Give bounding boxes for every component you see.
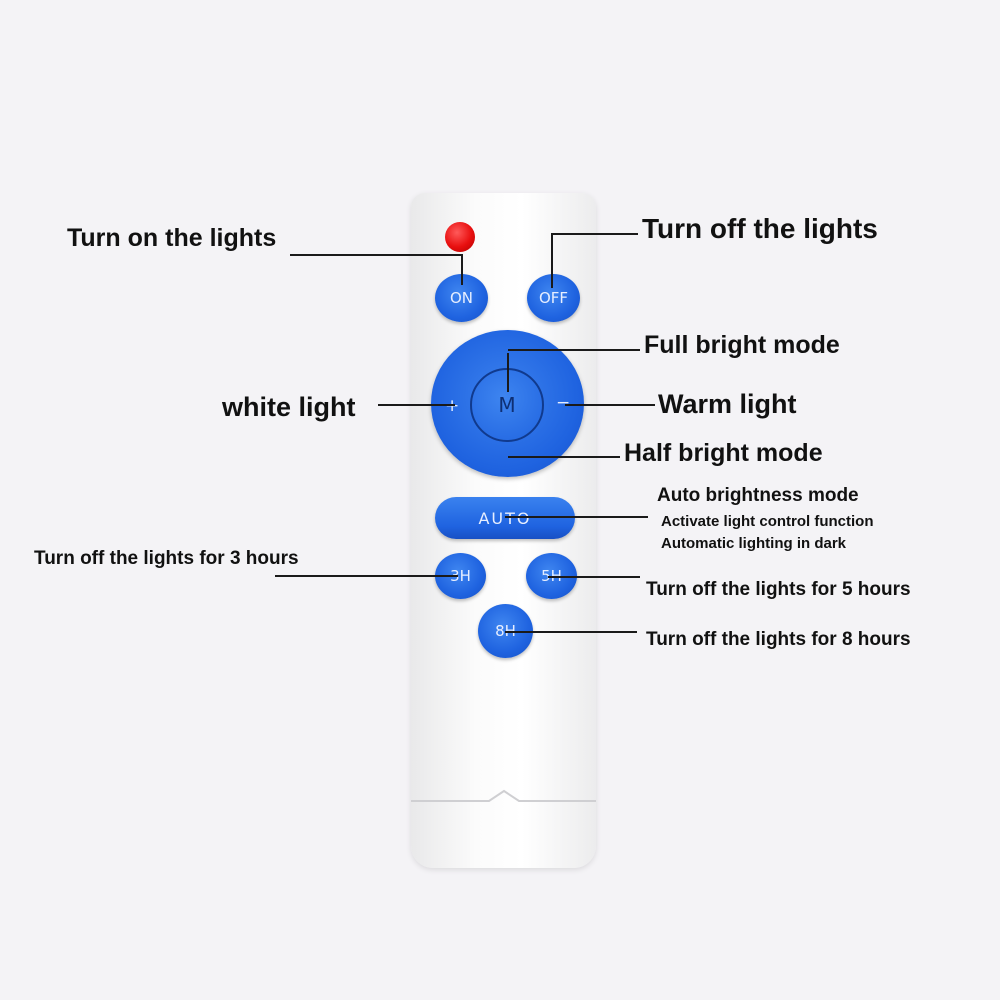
timer-3h-label: 3H bbox=[450, 567, 471, 585]
label-auto-brightness-mode: Auto brightness mode bbox=[657, 485, 859, 506]
power-indicator-led bbox=[445, 222, 475, 252]
label-turn-off-lights: Turn off the lights bbox=[642, 213, 878, 244]
off-button[interactable]: OFF bbox=[527, 274, 580, 322]
auto-button-label: AUTO bbox=[478, 508, 532, 528]
mode-center-label: M bbox=[498, 393, 516, 417]
off-button-label: OFF bbox=[538, 289, 569, 307]
leader-turn-on bbox=[290, 254, 463, 285]
label-turn-on-lights: Turn on the lights bbox=[67, 224, 277, 252]
label-full-bright-mode: Full bright mode bbox=[644, 331, 840, 359]
label-auto-line-1: Activate light control function bbox=[661, 513, 874, 530]
dpad-minus-glyph: − bbox=[556, 393, 571, 413]
label-off-3-hours: Turn off the lights for 3 hours bbox=[34, 548, 299, 569]
remote-bottom-seam bbox=[411, 789, 596, 802]
label-auto-line-2: Automatic lighting in dark bbox=[661, 535, 847, 552]
on-button-label: ON bbox=[449, 289, 474, 307]
label-warm-light: Warm light bbox=[658, 389, 797, 419]
label-white-light: white light bbox=[222, 392, 356, 422]
label-off-8-hours: Turn off the lights for 8 hours bbox=[646, 629, 911, 650]
label-half-bright-mode: Half bright mode bbox=[624, 439, 823, 467]
leader-turn-off bbox=[551, 233, 638, 288]
label-off-5-hours: Turn off the lights for 5 hours bbox=[646, 579, 911, 600]
